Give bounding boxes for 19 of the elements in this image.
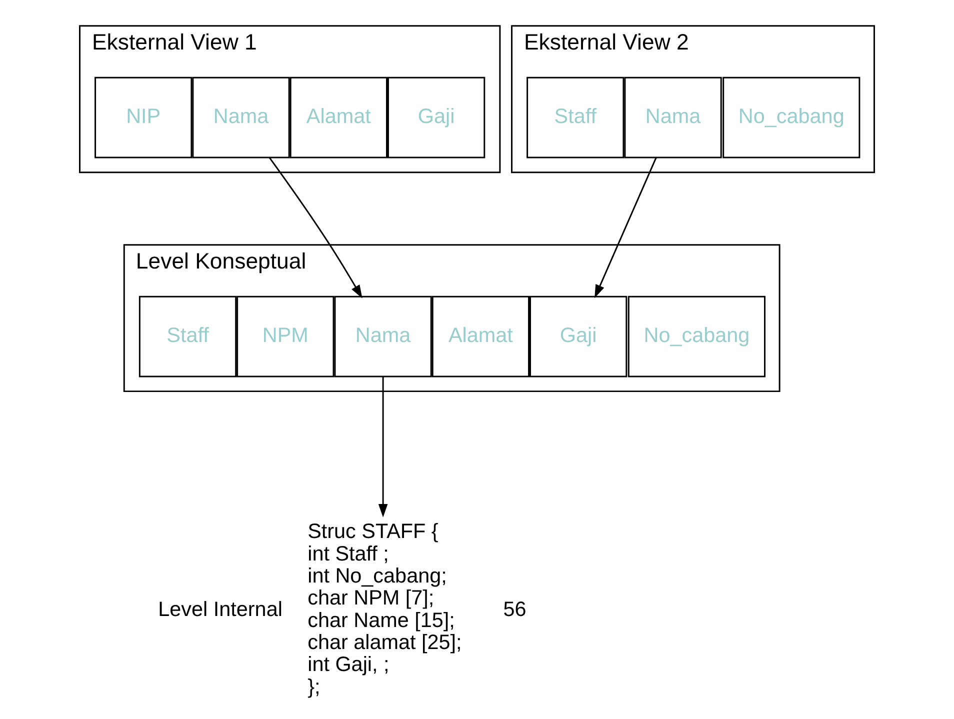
- arrow: [594, 157, 657, 298]
- node-box: Alamat: [290, 76, 388, 158]
- label: Level Internal: [158, 598, 282, 621]
- label: 56: [503, 598, 526, 621]
- node-box: Staff: [526, 76, 624, 158]
- node-box: Nama: [192, 76, 290, 158]
- node-box: Gaji: [530, 296, 628, 378]
- node-box: Nama: [624, 76, 722, 158]
- node-box: Nama: [334, 296, 432, 378]
- node-box: NIP: [94, 76, 192, 158]
- node-text: Struc STAFF { int Staff ; int No_cabang; char NPM [7]; char Name [15]; char alamat [25]; int Gaji, ; };: [308, 520, 462, 698]
- node-box: No_cabang: [722, 76, 860, 158]
- node-box: Gaji: [388, 76, 486, 158]
- node-box: NPM: [236, 296, 334, 378]
- arrow: [378, 376, 388, 518]
- node-box: No_cabang: [628, 296, 766, 378]
- node-box: Staff: [138, 296, 237, 378]
- arrow: [268, 157, 362, 298]
- node-box: Alamat: [432, 296, 530, 378]
